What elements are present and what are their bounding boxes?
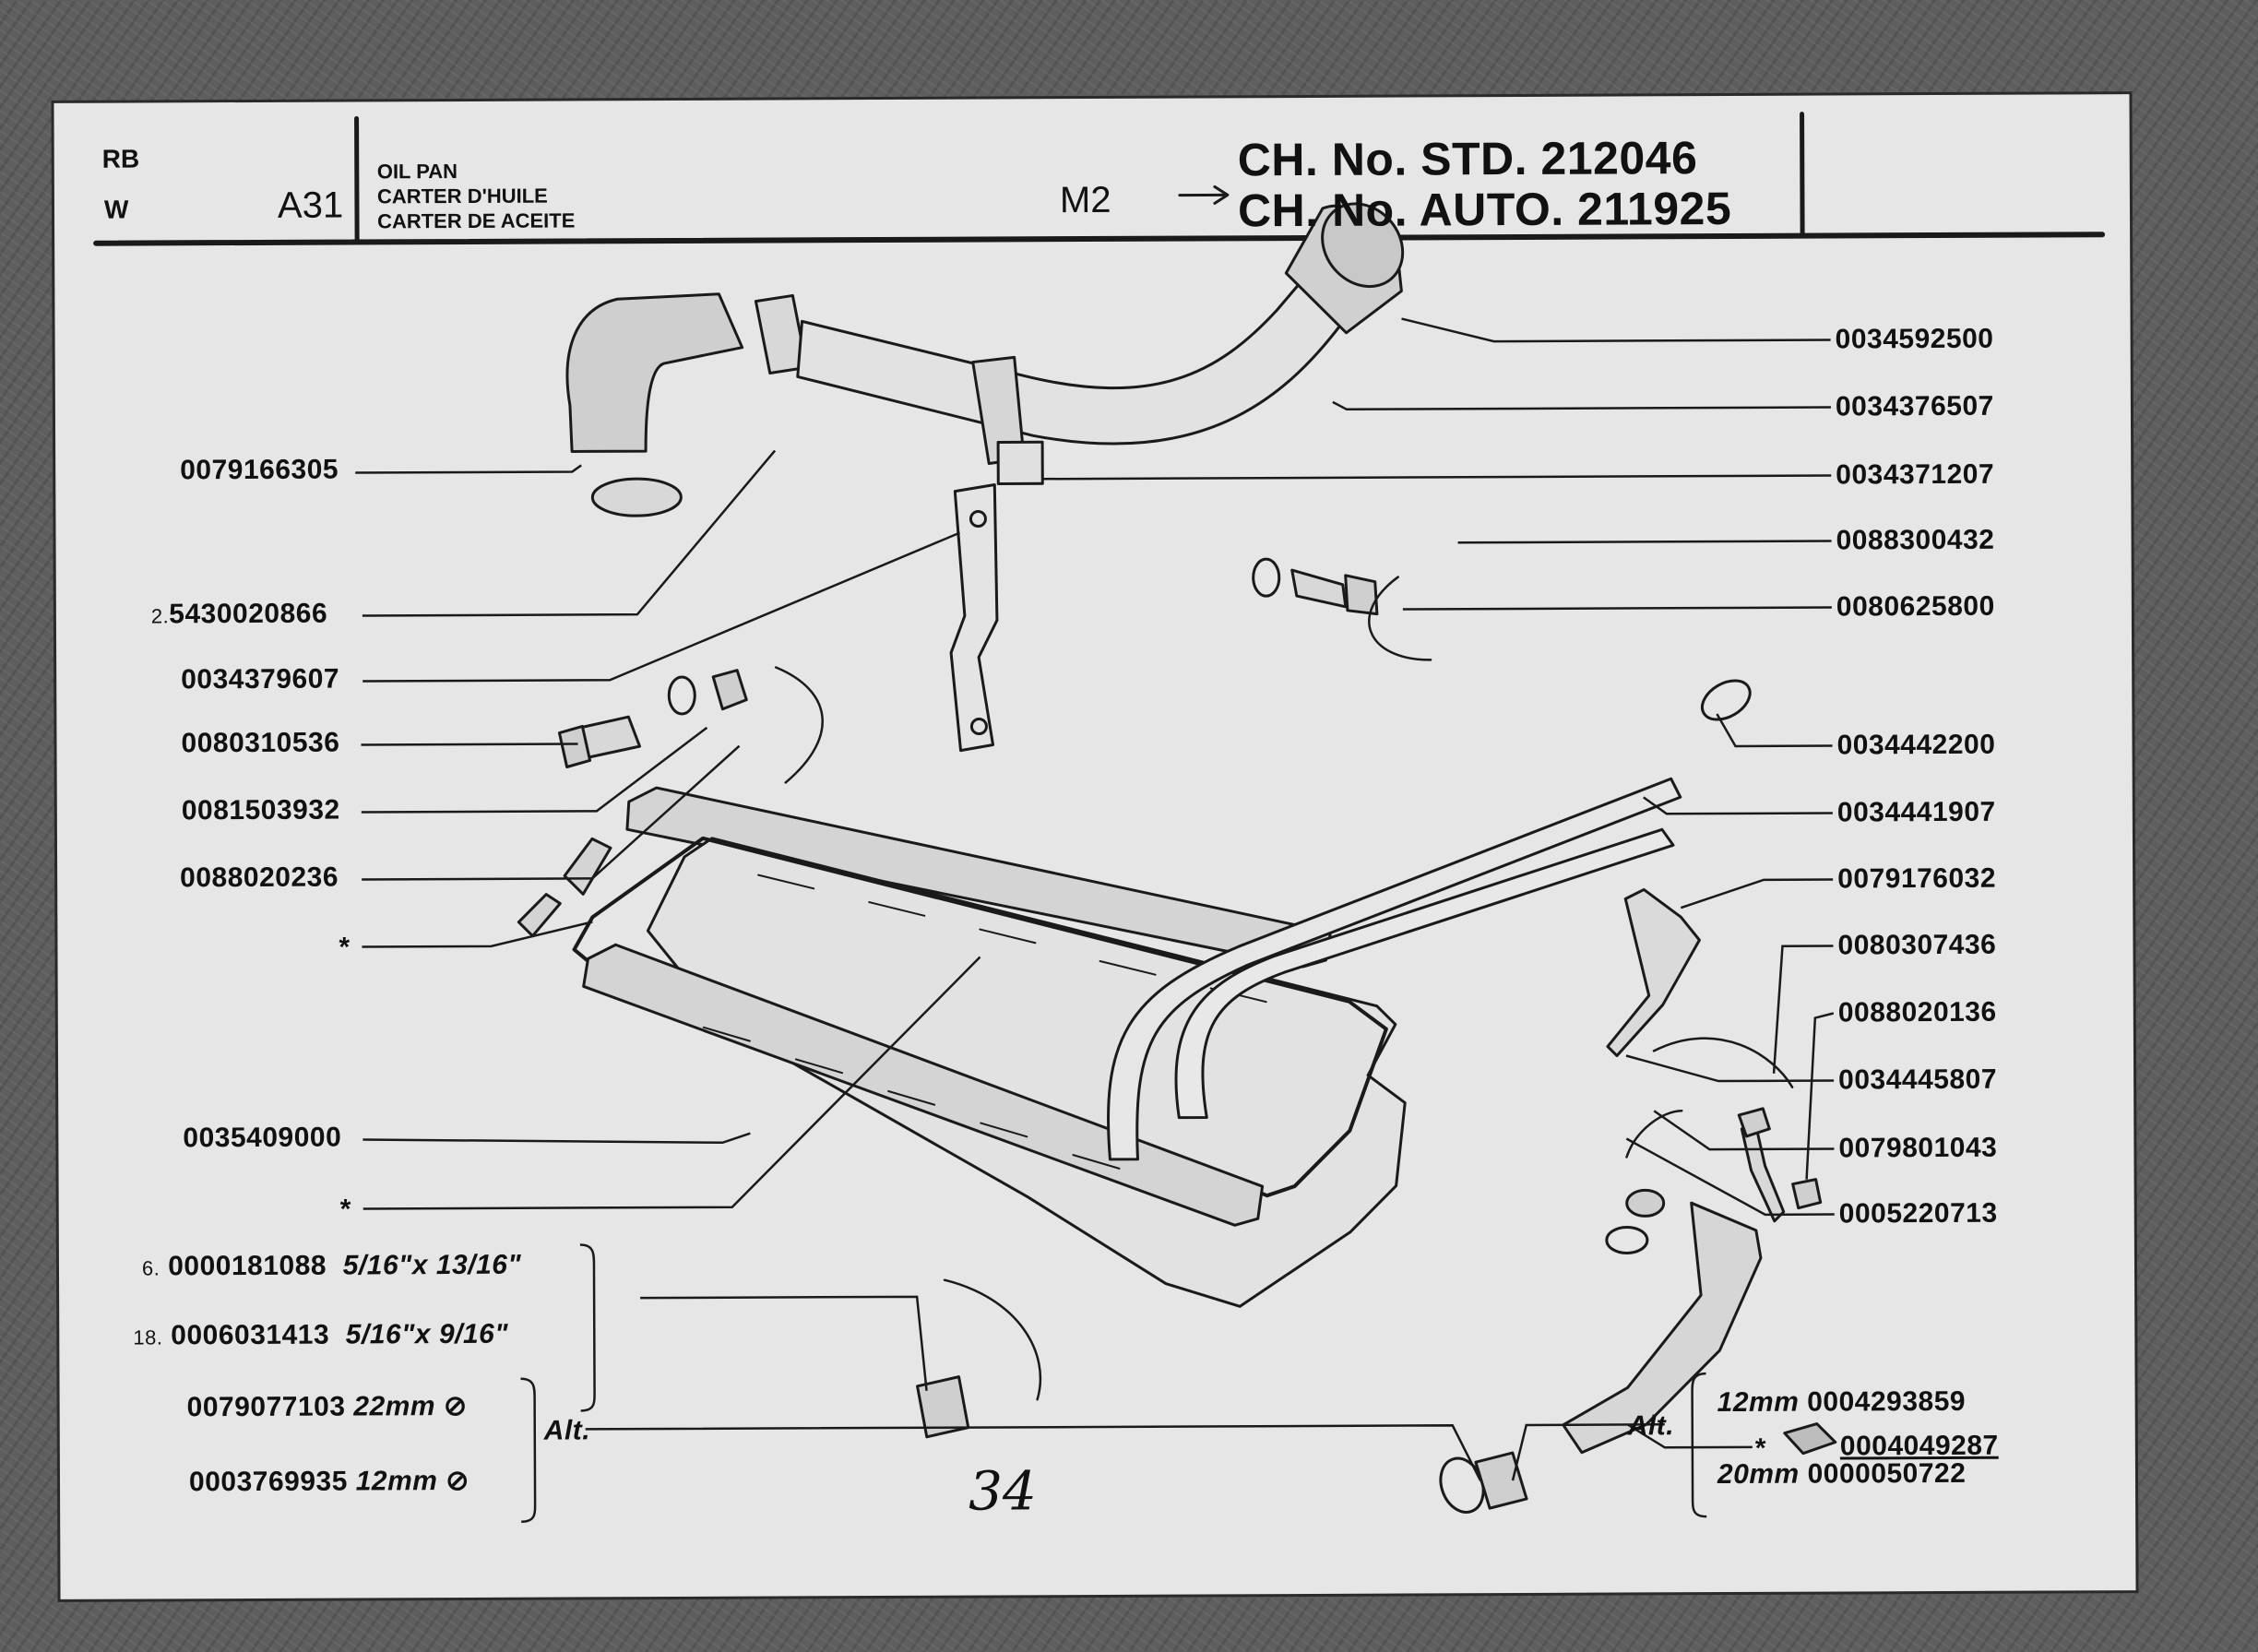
end-gasket-left	[563, 837, 612, 896]
breather-pipe	[796, 276, 1344, 446]
leader-0080310536	[361, 743, 578, 746]
part-number-left: 0034379607	[181, 663, 340, 695]
asterisk-marker: *	[339, 1194, 351, 1225]
leader-5430020866	[362, 449, 777, 617]
leader-0035409000	[362, 1132, 751, 1145]
part-number-right: 0088300432	[1836, 524, 1995, 556]
chassis-auto: CH. No. AUTO. 211925	[1237, 182, 1732, 237]
end-gasket-left-2	[517, 893, 562, 938]
title-fr: CARTER D'HUILE	[376, 184, 548, 208]
part-number-right: 0005220713	[1838, 1197, 1998, 1230]
part-number-right: 0034371207	[1836, 458, 1995, 491]
code-rb: RB	[101, 144, 140, 173]
leader-0034445807	[1625, 1054, 1835, 1083]
bracket-alt-left	[520, 1377, 537, 1523]
dipstick-bracket	[1606, 887, 1701, 1058]
part-number-left: 0088020236	[180, 862, 339, 894]
pickup-bracket	[1562, 1201, 1763, 1455]
part-number-right: 0079176032	[1837, 862, 1997, 895]
leader-0034441907	[1643, 796, 1833, 815]
drain-plug-option: 12mm 0004293859	[1717, 1385, 1967, 1419]
leader-star-right	[1627, 1423, 1753, 1449]
leader-0079801043	[1653, 1110, 1835, 1151]
drain-plug-option: 20mm 0000050722	[1717, 1457, 1967, 1491]
loose-clamp	[590, 477, 683, 517]
drain-plug-right	[1474, 1451, 1528, 1510]
leader-0005220713	[1625, 1137, 1835, 1217]
group-arc-right-plug	[1625, 1109, 1683, 1159]
group-arc-bolt-left	[774, 666, 824, 784]
leader-0088020136	[1805, 1012, 1835, 1180]
title-en: OIL PAN	[376, 160, 458, 184]
part-number-left: 2.5430020866	[150, 598, 328, 630]
part-number-right: 0034445807	[1838, 1064, 1998, 1096]
diameter-icon: ⊘	[443, 1390, 468, 1422]
bolt-variant: 6. 0000181088 5/16"x 13/16"	[141, 1249, 522, 1282]
asterisk-marker: *	[339, 932, 351, 963]
drain-plug-option: 0003769935 12mm ⊘	[188, 1465, 469, 1498]
leader-bolt-group	[640, 1295, 928, 1391]
small-block	[1783, 1422, 1837, 1456]
support-bracket	[949, 482, 999, 753]
part-number-left: 0035409000	[183, 1122, 342, 1154]
title-es: CARTER DE ACEITE	[376, 208, 576, 233]
part-number-right: 0080625800	[1836, 590, 1995, 623]
bolt-variant: 18. 0006031413 5/16"x 9/16"	[133, 1318, 509, 1351]
group-arc-bolt-right	[1368, 576, 1432, 661]
part-number-right: 0034376507	[1835, 390, 1994, 422]
leader-0034371207	[1042, 474, 1832, 481]
leader-star-1	[362, 921, 593, 948]
diameter-icon: ⊘	[446, 1465, 469, 1497]
part-number-left: 0081503932	[181, 794, 340, 826]
dipstick-tube	[1107, 777, 1682, 1161]
right-bolt	[1740, 1123, 1786, 1223]
bracket-alt-right	[1691, 1372, 1707, 1518]
part-number-right: 0079801043	[1838, 1132, 1998, 1164]
leader-0081503932	[361, 726, 708, 814]
part-number-left: 0079166305	[180, 454, 339, 486]
group-arc-plug-left	[943, 1278, 1042, 1401]
leader-0079176032	[1680, 878, 1834, 909]
leader-0080625800	[1402, 606, 1832, 611]
leader-0079166305	[355, 464, 582, 474]
leader-0034376507	[1332, 400, 1831, 411]
part-number-right: 0088020136	[1837, 996, 1997, 1028]
breather-hose	[565, 292, 744, 453]
header-divider-right	[1800, 112, 1805, 239]
upper-bolt	[1290, 568, 1348, 609]
model-code: M2	[1059, 179, 1111, 221]
leader-alt-left	[585, 1424, 1482, 1481]
exploded-diagram	[93, 112, 2106, 1523]
header-rule	[93, 232, 2106, 246]
gasket-strip-lower	[582, 943, 1265, 1227]
code-w: W	[103, 195, 129, 224]
leader-0088020236	[362, 744, 741, 881]
drain-plug-option: 0079077103 22mm ⊘	[186, 1390, 468, 1423]
alt-label-left: Alt.	[543, 1415, 591, 1446]
leader-alt-right	[1511, 1423, 1665, 1481]
dipstick	[1174, 827, 1675, 1120]
part-number-right: 0034441907	[1836, 796, 1996, 828]
leader-0034592500	[1401, 317, 1831, 343]
part-number-right: 0034442200	[1836, 729, 1996, 761]
leader-0088300432	[1457, 540, 1832, 544]
part-number-right: 0080307436	[1837, 929, 1997, 961]
parts-catalog-card: RB W A31 OIL PAN CARTER D'HUILE CARTER D…	[53, 94, 2136, 1599]
leader-0034379607	[362, 531, 960, 683]
leader-0034442200	[1716, 713, 1833, 748]
section-code: A31	[277, 184, 344, 226]
dipstick-ring	[1700, 679, 1752, 721]
chassis-std: CH. No. STD. 212046	[1237, 132, 1698, 186]
part-number-right: 0034592500	[1835, 323, 1994, 355]
leader-0080307436	[1772, 945, 1834, 1074]
page-number: 34	[968, 1459, 1038, 1523]
group-arc-right-bolts	[1652, 1037, 1794, 1088]
bracket-bolt-variants	[579, 1243, 596, 1412]
part-number-left: 0080310536	[181, 727, 340, 759]
alt-label-right: Alt.	[1627, 1410, 1675, 1442]
header-divider-left	[354, 115, 360, 244]
leader-star-2	[362, 956, 981, 1210]
